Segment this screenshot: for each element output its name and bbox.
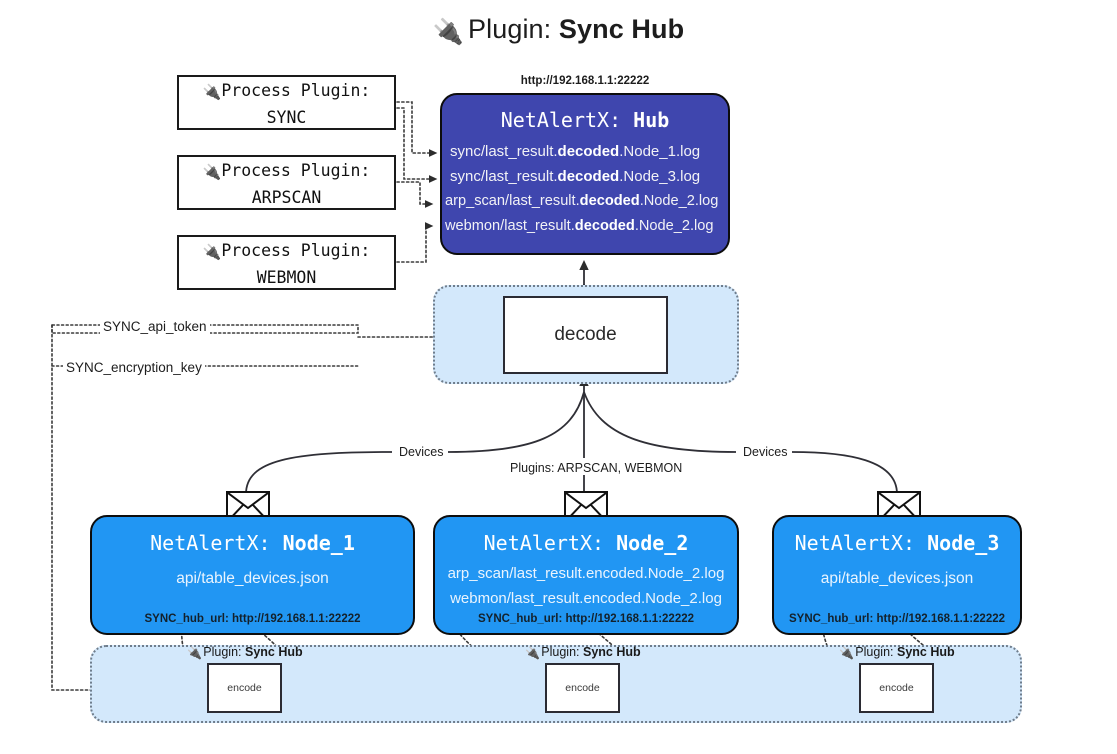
process-plugin-sync-box[interactable]: 🔌Process Plugin: SYNC — [177, 75, 396, 130]
hub-log-line: sync/last_result.decoded.Node_3.log — [450, 168, 701, 185]
node2-line: arp_scan/last_result.encoded.Node_2.log — [447, 565, 725, 582]
process-plugin-arpscan-line1: 🔌Process Plugin: — [202, 161, 371, 181]
node3-line: api/table_devices.json — [820, 570, 974, 587]
title-name: Sync Hub — [558, 14, 685, 44]
edge-label-devices-right: Devices — [740, 445, 791, 459]
encode1-plugin-label: 🔌Plugin: Sync Hub — [187, 645, 303, 660]
node1-hub-url: SYNC_hub_url: http://192.168.1.1:22222 — [144, 613, 361, 625]
node2-title: NetAlertX: Node_2 — [483, 531, 689, 555]
node-box-node1[interactable]: NetAlertX: Node_1 api/table_devices.json… — [90, 515, 415, 635]
process-plugin-webmon-line1: 🔌Process Plugin: — [202, 241, 371, 261]
encode-box-3[interactable]: encode — [859, 663, 934, 713]
hub-title: NetAlertX: Hub — [500, 108, 670, 132]
hub-log-line: sync/last_result.decoded.Node_1.log — [450, 143, 701, 160]
node3-lines: api/table_devices.json — [774, 566, 1020, 591]
wire-webmon-to-hub4 — [396, 222, 434, 263]
process-plugin-sync-line1: 🔌Process Plugin: — [202, 81, 371, 101]
hub-log-list: sync/last_result.decoded.Node_1.log sync… — [442, 139, 728, 239]
hub-node-box[interactable]: NetAlertX: Hub sync/last_result.decoded.… — [440, 93, 730, 255]
electric-plug-icon: 🔌 — [187, 646, 203, 660]
wire-sync-to-hub2 — [396, 107, 438, 183]
wire-sync-to-hub1 — [396, 101, 438, 157]
electric-plug-icon: 🔌 — [432, 18, 465, 46]
electric-plug-icon: 🔌 — [525, 646, 541, 660]
title-prefix: Plugin: — [468, 14, 552, 44]
node2-hub-url: SYNC_hub_url: http://192.168.1.1:22222 — [477, 613, 695, 625]
electric-plug-icon: 🔌 — [202, 163, 222, 181]
process-plugin-webmon-line2: WEBMON — [256, 268, 317, 287]
wire-node3-devices — [791, 451, 898, 495]
node-box-node2[interactable]: NetAlertX: Node_2 arp_scan/last_result.e… — [433, 515, 739, 635]
page-title: 🔌Plugin: Sync Hub — [0, 14, 1117, 47]
node1-line: api/table_devices.json — [176, 570, 329, 587]
edge-label-plugins: Plugins: ARPSCAN, WEBMON — [507, 461, 686, 475]
wire-arpscan-to-hub3 — [396, 181, 434, 208]
process-plugin-webmon-box[interactable]: 🔌Process Plugin: WEBMON — [177, 235, 396, 290]
edge-label-api-token: SYNC_api_token — [100, 319, 210, 334]
wire-keys-to-encode-band — [51, 324, 140, 694]
wire-devices-right-join — [583, 391, 737, 453]
wire-devices-left-join — [447, 391, 585, 453]
hub-log-line: arp_scan/last_result.decoded.Node_2.log — [445, 193, 719, 209]
node1-lines: api/table_devices.json — [92, 566, 413, 591]
encode-box-1[interactable]: encode — [207, 663, 282, 713]
electric-plug-icon: 🔌 — [839, 646, 855, 660]
encode-box-2[interactable]: encode — [545, 663, 620, 713]
electric-plug-icon: 🔌 — [202, 243, 222, 261]
node2-line: webmon/last_result.encoded.Node_2.log — [450, 590, 722, 607]
encode3-plugin-label: 🔌Plugin: Sync Hub — [839, 645, 955, 660]
process-plugin-sync-line2: SYNC — [266, 108, 307, 127]
node-box-node3[interactable]: NetAlertX: Node_3 api/table_devices.json… — [772, 515, 1022, 635]
node2-lines: arp_scan/last_result.encoded.Node_2.log … — [435, 561, 737, 611]
encode2-plugin-label: 🔌Plugin: Sync Hub — [525, 645, 641, 660]
electric-plug-icon: 🔌 — [202, 83, 222, 101]
hub-url-label: http://192.168.1.1:22222 — [520, 75, 650, 87]
wire-node1-devices — [245, 451, 393, 495]
edge-label-encryption-key: SYNC_encryption_key — [63, 360, 205, 375]
decode-box[interactable]: decode — [503, 296, 668, 374]
node1-title: NetAlertX: Node_1 — [150, 531, 355, 555]
process-plugin-arpscan-box[interactable]: 🔌Process Plugin: ARPSCAN — [177, 155, 396, 210]
hub-log-line: webmon/last_result.decoded.Node_2.log — [445, 218, 714, 234]
node3-hub-url: SYNC_hub_url: http://192.168.1.1:22222 — [788, 613, 1006, 625]
node3-title: NetAlertX: Node_3 — [794, 531, 1000, 555]
edge-label-devices-left: Devices — [396, 445, 447, 459]
process-plugin-arpscan-line2: ARPSCAN — [251, 188, 322, 207]
